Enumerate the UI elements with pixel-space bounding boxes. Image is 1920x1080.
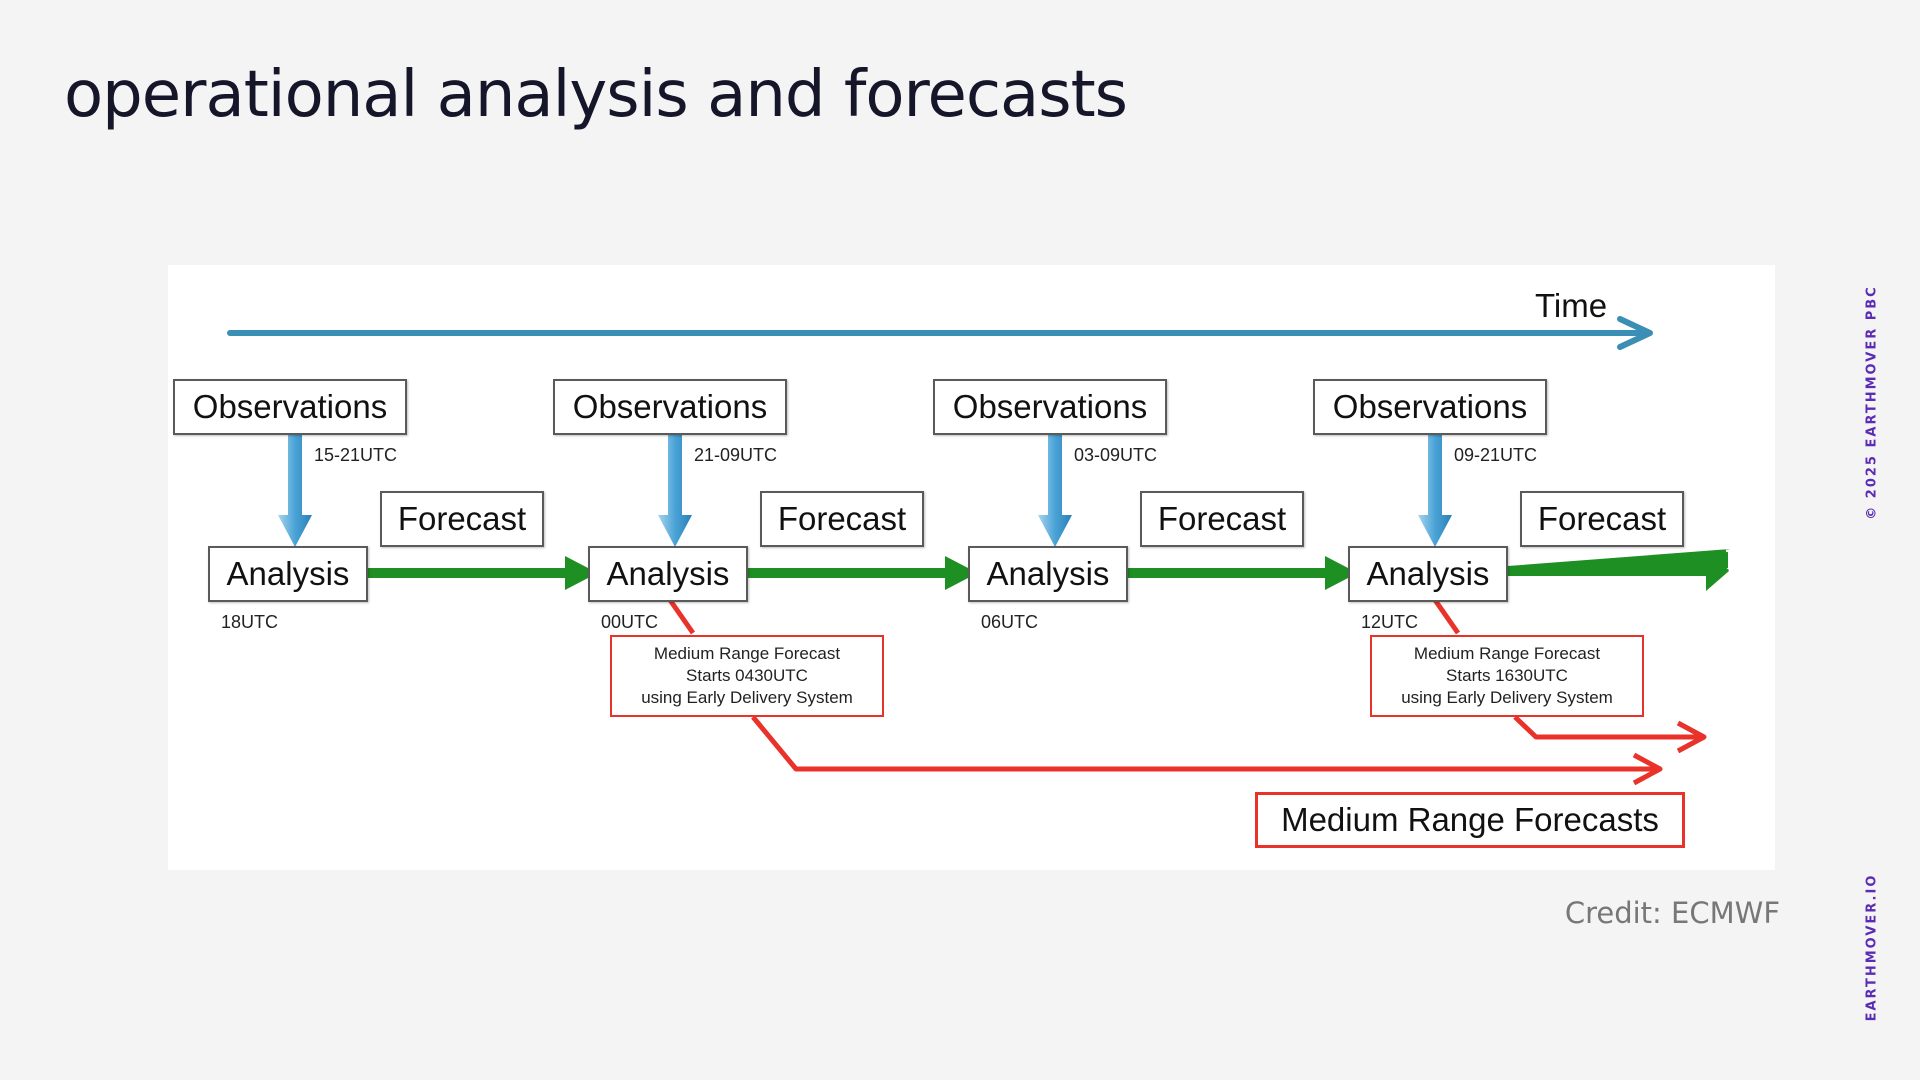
observations-box: Observations xyxy=(553,379,787,435)
note-line: Medium Range Forecast xyxy=(1413,644,1601,663)
note-line: using Early Delivery System xyxy=(641,688,853,707)
analysis-time-label: 00UTC xyxy=(601,612,659,632)
observations-box: Observations xyxy=(173,379,407,435)
medium-range-forecasts-box: Medium Range Forecasts xyxy=(1255,792,1685,848)
obs-arrow-1 xyxy=(278,433,312,547)
mrf-line-00utc xyxy=(667,598,696,635)
credit-text: Credit: ECMWF xyxy=(1564,896,1780,930)
analysis-box: Analysis xyxy=(1348,546,1508,602)
diagram-arrows xyxy=(227,316,1730,786)
time-arrow xyxy=(227,316,1653,350)
mrf-line-12utc-main xyxy=(1513,715,1703,740)
analysis-box: Analysis xyxy=(588,546,748,602)
note-line: Medium Range Forecast xyxy=(653,644,841,663)
slide-title: operational analysis and forecasts xyxy=(64,58,1128,132)
observations-box: Observations xyxy=(1313,379,1547,435)
forecast-box: Forecast xyxy=(1520,491,1684,547)
forecast-arrow-2 xyxy=(748,556,968,590)
medium-range-arrows xyxy=(667,598,1707,786)
analysis-box: Analysis xyxy=(208,546,368,602)
note-line: Starts 0430UTC xyxy=(686,666,808,685)
forecast-box: Forecast xyxy=(380,491,544,547)
note-line: Starts 1630UTC xyxy=(1446,666,1568,685)
obs-window-label: 15-21UTC xyxy=(314,445,398,465)
forecast-arrow-3 xyxy=(1128,556,1348,590)
analysis-time-label: 06UTC xyxy=(981,612,1039,632)
copyright-vertical: © 2025 EARTHMOVER PBC xyxy=(1864,285,1880,520)
diagram-panel: Time Observations 15-21UTC Forecast Anal… xyxy=(168,265,1775,870)
analysis-time-label: 18UTC xyxy=(221,612,279,632)
forecast-arrow-1 xyxy=(368,556,588,590)
forecast-box: Forecast xyxy=(1140,491,1304,547)
obs-arrow-2 xyxy=(658,433,692,547)
mrf-line-00utc-main xyxy=(751,715,1658,772)
forecast-box: Forecast xyxy=(760,491,924,547)
obs-arrow-4 xyxy=(1418,433,1452,547)
mrf-line-12utc xyxy=(1432,598,1461,635)
analysis-box: Analysis xyxy=(968,546,1128,602)
analysis-time-label: 12UTC xyxy=(1361,612,1419,632)
time-label: Time xyxy=(1535,287,1608,324)
obs-window-label: 21-09UTC xyxy=(694,445,778,465)
observation-arrows xyxy=(278,433,1452,547)
medium-range-note: Medium Range Forecast Starts 1630UTC usi… xyxy=(1370,635,1644,717)
obs-window-label: 09-21UTC xyxy=(1454,445,1538,465)
forecast-arrows xyxy=(368,549,1730,591)
obs-arrow-3 xyxy=(1038,433,1072,547)
note-line: using Early Delivery System xyxy=(1401,688,1613,707)
obs-window-label: 03-09UTC xyxy=(1074,445,1158,465)
website-vertical: EARTHMOVER.IO xyxy=(1864,873,1880,1022)
observations-box: Observations xyxy=(933,379,1167,435)
medium-range-note: Medium Range Forecast Starts 0430UTC usi… xyxy=(610,635,884,717)
